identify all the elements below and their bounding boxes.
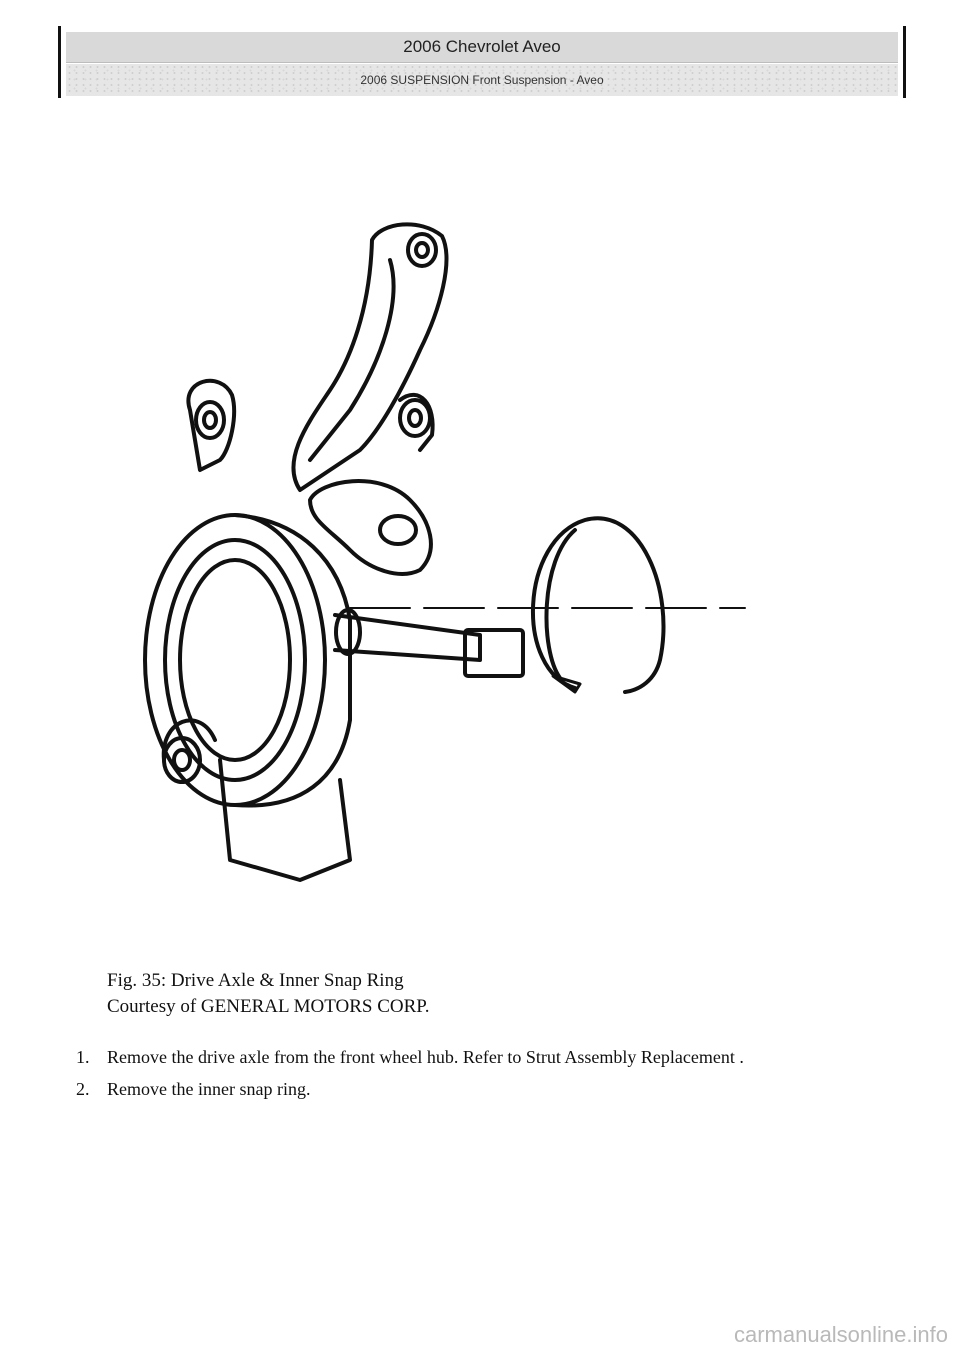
axle-stub xyxy=(463,628,525,678)
document-title: 2006 Chevrolet Aveo xyxy=(66,32,898,63)
strut-assembly-replacement-link[interactable]: Strut Assembly Replacement xyxy=(525,1047,735,1067)
header-border-left xyxy=(58,26,61,98)
step-text-end: . xyxy=(734,1047,744,1067)
upper-bolt-hole xyxy=(406,232,438,268)
header-border-right xyxy=(903,26,906,98)
caption-line-1: Fig. 35: Drive Axle & Inner Snap Ring xyxy=(107,970,404,991)
axle-shaft xyxy=(333,613,482,662)
right-bolt-hole xyxy=(398,398,432,438)
step-item: 1. Remove the drive axle from the front … xyxy=(76,1044,816,1070)
hub-bore xyxy=(178,558,292,762)
document-header: 2006 Chevrolet Aveo 2006 SUSPENSION Fron… xyxy=(58,26,906,98)
step-number: 2. xyxy=(76,1079,90,1099)
procedure-steps: 1. Remove the drive axle from the front … xyxy=(76,1044,816,1108)
left-upper-bolt-hole xyxy=(194,400,226,440)
step-item: 2. Remove the inner snap ring. xyxy=(76,1076,816,1102)
steering-arm xyxy=(308,479,433,576)
figure-caption: Fig. 35: Drive Axle & Inner Snap Ring Co… xyxy=(107,968,807,1020)
knuckle-upper-arm-inner xyxy=(308,258,396,462)
steering-arm-hole xyxy=(378,514,418,546)
drive-axle-snap-ring-illustration xyxy=(143,222,746,882)
knuckle-lower-body xyxy=(218,758,352,882)
step-text: Remove the inner snap ring. xyxy=(107,1079,311,1099)
caption-line-2: Courtesy of GENERAL MOTORS CORP. xyxy=(107,996,430,1017)
watermark: carmanualsonline.info xyxy=(733,1322,948,1347)
knuckle-upper-arm xyxy=(291,222,449,492)
document-subtitle: 2006 SUSPENSION Front Suspension - Aveo xyxy=(66,64,898,96)
step-text: Remove the drive axle from the front whe… xyxy=(107,1047,526,1067)
step-number: 1. xyxy=(76,1047,90,1067)
hub-inner-ring xyxy=(163,538,307,782)
left-upper-mount xyxy=(186,378,237,472)
inner-snap-ring xyxy=(530,516,666,694)
